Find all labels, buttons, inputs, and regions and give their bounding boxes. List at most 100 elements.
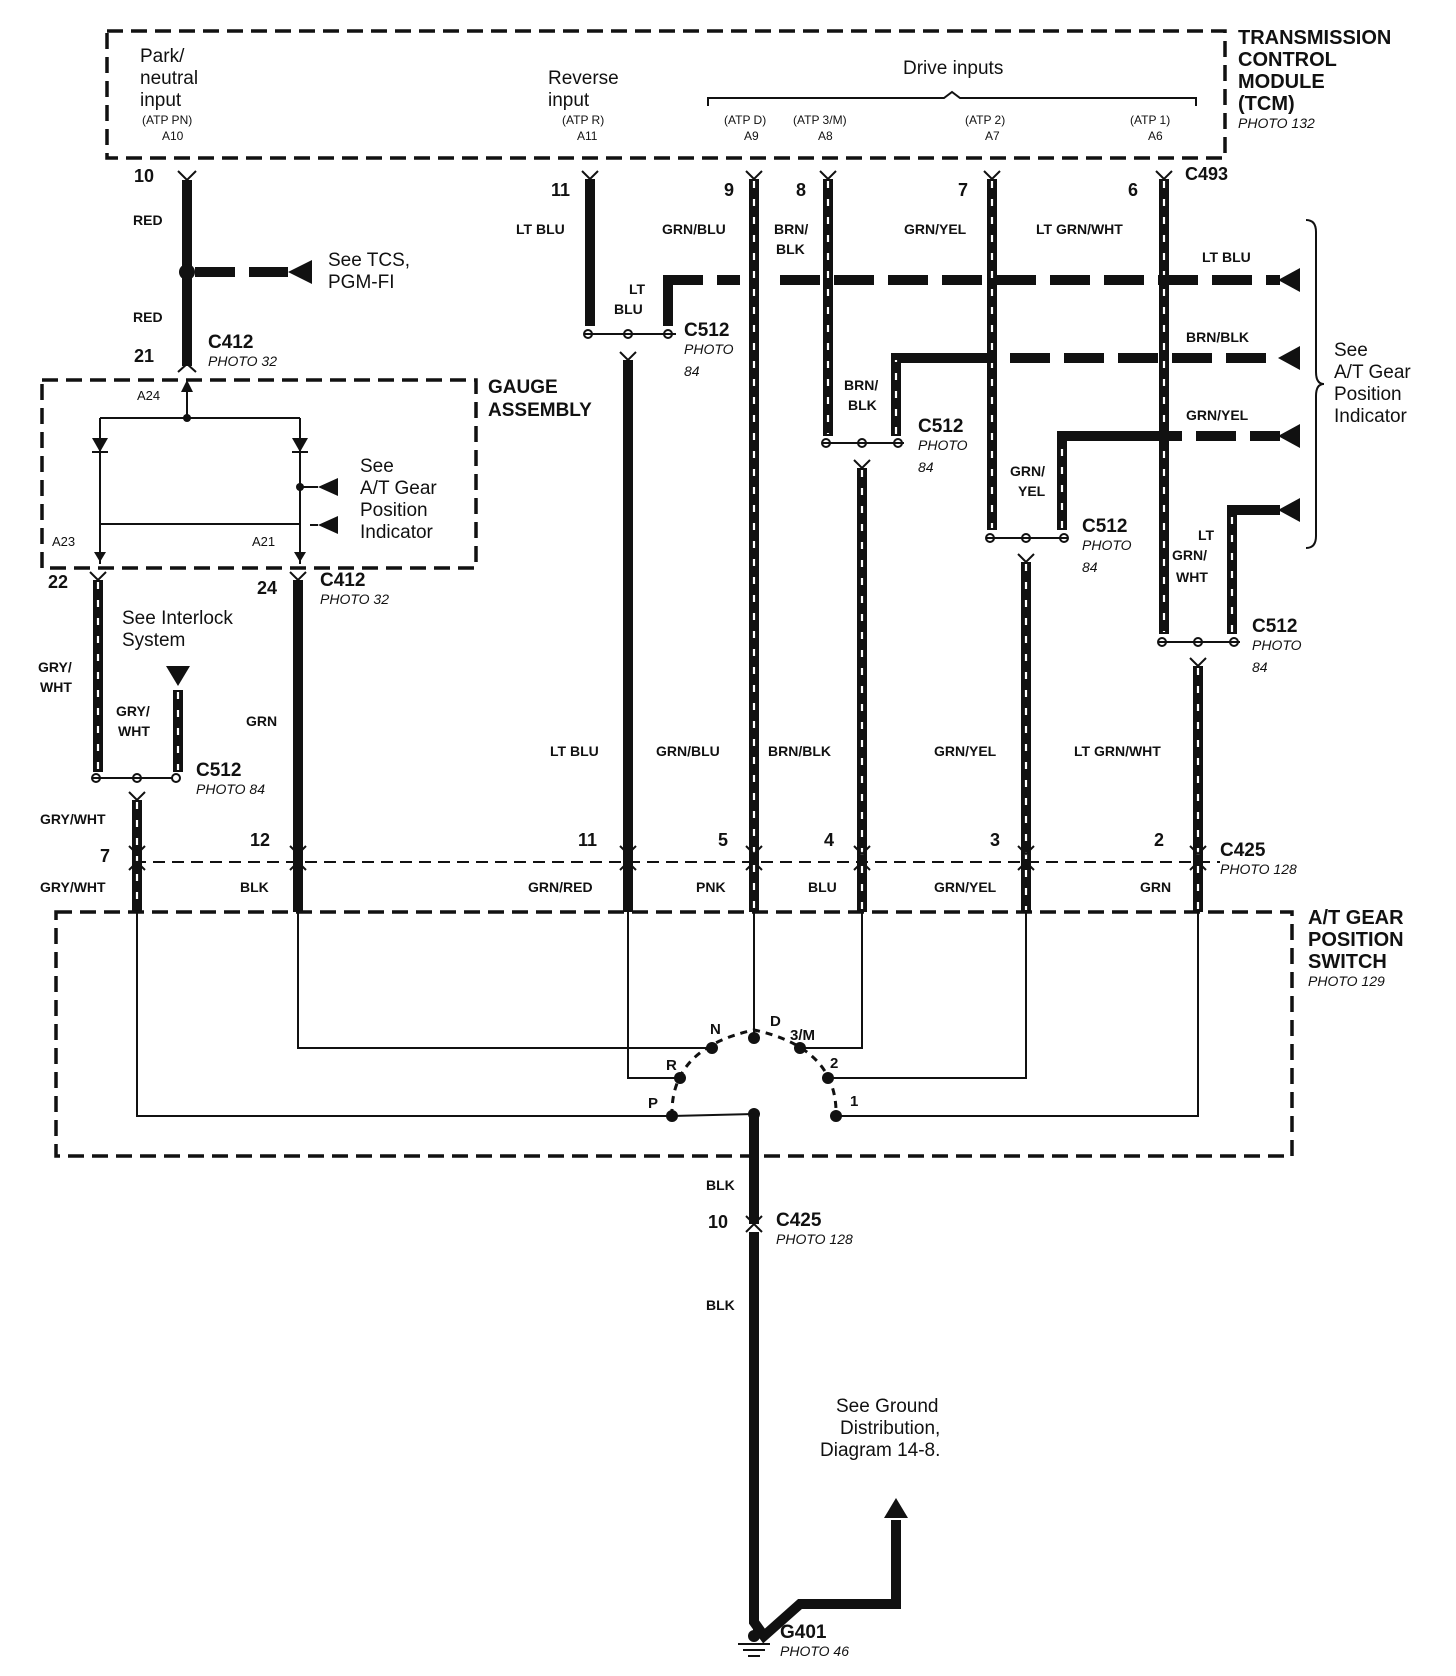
- svg-text:2: 2: [1154, 830, 1164, 850]
- gauge-pin-labels: A24 A23 A21: [52, 388, 275, 549]
- c425-pins: 7 12 11 5 4 3 2: [100, 830, 1207, 871]
- svg-text:PHOTO 84: PHOTO 84: [196, 781, 265, 797]
- svg-text:84: 84: [918, 459, 934, 475]
- svg-text:N: N: [710, 1021, 721, 1038]
- svg-text:11: 11: [578, 830, 597, 850]
- svg-text:21: 21: [134, 346, 154, 366]
- gauge-see-indicator-note: See A/T Gear Position Indicator: [360, 456, 437, 543]
- svg-text:BRN/: BRN/: [844, 377, 878, 393]
- svg-text:See: See: [1334, 340, 1368, 361]
- tcm-drive-inputs: Drive inputs (ATP D) A9 (ATP 3/M) A8 (AT…: [707, 58, 1197, 143]
- svg-text:Position: Position: [1334, 384, 1402, 405]
- svg-text:C512: C512: [196, 760, 241, 781]
- svg-text:5: 5: [718, 830, 728, 850]
- svg-text:84: 84: [1252, 659, 1268, 675]
- ground-blk-label-2: BLK: [706, 1297, 735, 1313]
- c412-top: C412 PHOTO 32 21: [134, 332, 277, 369]
- svg-text:22: 22: [48, 572, 68, 592]
- svg-text:(ATP 2): (ATP 2): [965, 113, 1005, 127]
- svg-text:GRY/: GRY/: [116, 703, 150, 719]
- svg-text:Reverse: Reverse: [548, 68, 619, 89]
- svg-text:LT: LT: [629, 281, 646, 297]
- svg-text:84: 84: [684, 363, 700, 379]
- indicator-feed-lines: [780, 219, 1325, 549]
- grn-yel-short-label: GRN/ YEL: [1010, 463, 1046, 499]
- lt-grn-wht-wire: [1155, 170, 1250, 912]
- svg-text:A/T GEAR: A/T GEAR: [1308, 907, 1404, 929]
- svg-text:CONTROL: CONTROL: [1238, 49, 1337, 71]
- svg-text:C425: C425: [776, 1210, 822, 1231]
- svg-text:PHOTO 32: PHOTO 32: [320, 591, 389, 607]
- svg-text:See Interlock: See Interlock: [122, 608, 233, 629]
- interlock-note: See Interlock System: [122, 608, 233, 651]
- svg-text:Position: Position: [360, 500, 428, 521]
- c425-label: C425 PHOTO 128: [1220, 840, 1297, 877]
- g401-label: G401 PHOTO 46: [780, 1622, 849, 1659]
- brn-blk-short-label: BRN/ BLK: [844, 377, 878, 413]
- svg-text:3/M: 3/M: [790, 1027, 815, 1044]
- svg-text:PHOTO 46: PHOTO 46: [780, 1643, 849, 1659]
- svg-text:LT BLU: LT BLU: [1202, 249, 1251, 265]
- ground-wire: [738, 1156, 908, 1657]
- svg-text:Indicator: Indicator: [1334, 406, 1408, 427]
- grn-blu-label-top: GRN/BLU: [662, 221, 726, 237]
- lt-blu-short-label: LT BLU: [614, 281, 646, 317]
- svg-text:BRN/BLK: BRN/BLK: [1186, 329, 1249, 345]
- svg-text:P: P: [648, 1095, 658, 1112]
- grn-blu-label-mid: GRN/BLU: [656, 743, 720, 759]
- svg-text:D: D: [770, 1013, 781, 1030]
- grn-blu-wire: [745, 170, 763, 912]
- c493-label: C493: [1185, 164, 1228, 184]
- svg-text:GRN/YEL: GRN/YEL: [934, 879, 997, 895]
- svg-text:GRN/: GRN/: [1172, 547, 1207, 563]
- svg-text:4: 4: [824, 830, 834, 850]
- svg-text:12: 12: [250, 830, 270, 850]
- svg-text:A/T Gear: A/T Gear: [1334, 362, 1411, 383]
- svg-text:Park/: Park/: [140, 46, 185, 67]
- c412-bottom: 22 24 C412 PHOTO 32: [48, 570, 389, 607]
- svg-text:A7: A7: [985, 129, 1000, 143]
- svg-text:C412: C412: [320, 570, 365, 591]
- svg-text:7: 7: [958, 180, 968, 200]
- svg-text:PGM-FI: PGM-FI: [328, 272, 395, 293]
- svg-text:SWITCH: SWITCH: [1308, 951, 1387, 973]
- lt-blu-label-mid: LT BLU: [550, 743, 599, 759]
- svg-text:GRN/: GRN/: [1010, 463, 1045, 479]
- svg-text:BLU: BLU: [614, 301, 643, 317]
- svg-text:GRY/WHT: GRY/WHT: [40, 811, 106, 827]
- svg-text:9: 9: [724, 180, 734, 200]
- svg-text:PHOTO: PHOTO: [918, 437, 968, 453]
- svg-text:3: 3: [990, 830, 1000, 850]
- tcm-reverse-label: Reverse input (ATP R) A11: [548, 68, 619, 143]
- svg-text:A10: A10: [162, 129, 184, 143]
- svg-text:G401: G401: [780, 1622, 827, 1643]
- svg-text:See Ground: See Ground: [836, 1396, 938, 1417]
- svg-text:Diagram 14-8.: Diagram 14-8.: [820, 1440, 940, 1461]
- svg-text:7: 7: [100, 846, 110, 866]
- svg-text:A/T Gear: A/T Gear: [360, 478, 437, 499]
- svg-text:A21: A21: [252, 534, 275, 549]
- tcm-box: [105, 29, 1227, 160]
- ground-blk-label-1: BLK: [706, 1177, 735, 1193]
- indicator-side-note: See A/T Gear Position Indicator: [1334, 340, 1411, 427]
- svg-text:ASSEMBLY: ASSEMBLY: [488, 400, 592, 421]
- switch-position-labels: P R N D 3/M 2 1: [648, 1013, 858, 1112]
- svg-text:BRN/: BRN/: [774, 221, 808, 237]
- svg-text:PHOTO: PHOTO: [1252, 637, 1302, 653]
- svg-text:C412: C412: [208, 332, 253, 353]
- svg-text:input: input: [140, 90, 182, 111]
- svg-text:A24: A24: [137, 388, 160, 403]
- svg-text:A8: A8: [818, 129, 833, 143]
- svg-text:PNK: PNK: [696, 879, 726, 895]
- brn-blk-label-mid: BRN/BLK: [768, 743, 831, 759]
- indicator-side-labels: LT BLU BRN/BLK GRN/YEL: [1186, 249, 1251, 423]
- svg-text:Distribution,: Distribution,: [840, 1418, 940, 1439]
- svg-text:GRY/WHT: GRY/WHT: [40, 879, 106, 895]
- c512-ltgrnwht: C512 PHOTO 84: [1252, 616, 1302, 675]
- svg-text:24: 24: [257, 578, 277, 598]
- svg-text:YEL: YEL: [1018, 483, 1046, 499]
- c425-ground-pin: 10: [708, 1212, 728, 1232]
- gauge-assembly-box: [40, 378, 478, 570]
- svg-text:See TCS,: See TCS,: [328, 250, 410, 271]
- switch-box: [54, 910, 1294, 1158]
